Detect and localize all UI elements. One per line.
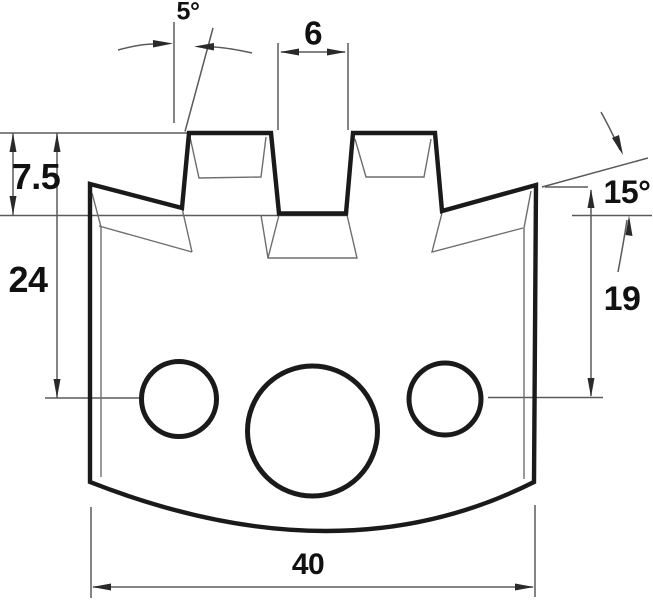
bevel-line-slot-left-outer <box>260 214 269 259</box>
dim-label-edge-angle: 15° <box>603 174 651 210</box>
arrowhead-6-left <box>280 48 299 56</box>
bevel-line-slot-bottom <box>267 214 358 259</box>
bevel-edge-lines <box>91 136 532 479</box>
arrowhead-7-5-up <box>9 133 17 152</box>
bevel-line-tooth1-inner <box>189 136 267 179</box>
arrowheads <box>9 40 633 591</box>
arrowhead-15deg-upper <box>612 135 623 155</box>
arrowhead-40-left <box>92 583 111 591</box>
angle-arc-5deg-left <box>117 43 155 51</box>
arrowhead-40-right <box>515 583 534 591</box>
bevel-line-left-cutting-edge <box>98 225 193 253</box>
arrowhead-19-down <box>587 378 595 397</box>
dim-label-overall-width: 40 <box>291 548 325 581</box>
bevel-line-left-notch <box>181 207 193 253</box>
hole-right <box>406 360 484 438</box>
arrowhead-19-up <box>587 189 595 208</box>
arrowhead-24-up <box>53 133 61 152</box>
angle-leg-slope-15deg <box>541 157 649 188</box>
bevel-line-right-edge <box>523 190 532 479</box>
dim-label-top-angle: 5° <box>176 0 200 26</box>
arrowhead-7-5-down <box>9 196 17 215</box>
blade-outline <box>87 130 539 534</box>
arrowhead-5deg-right <box>194 43 214 51</box>
bevel-line-left-edge <box>91 192 102 477</box>
dimension-lines <box>0 22 652 598</box>
dim-label-right-height: 19 <box>603 280 641 318</box>
mounting-holes <box>139 359 484 499</box>
arrowhead-15deg-lower <box>625 215 633 236</box>
arrowhead-5deg-left <box>153 40 173 48</box>
bevel-line-right-cutting-edge <box>431 212 524 253</box>
angle-arc-5deg-right <box>213 46 253 54</box>
hole-center <box>245 363 380 499</box>
arrowhead-6-right <box>327 48 346 56</box>
dim-label-slot-width: 6 <box>304 14 322 52</box>
dim-label-top-height: 7.5 <box>11 156 61 197</box>
bevel-line-tooth2-inner <box>354 138 432 178</box>
dim-label-left-height: 24 <box>8 259 48 300</box>
angle-arc-15deg-lower <box>617 219 628 273</box>
hole-left <box>139 359 219 439</box>
arrowhead-24-down <box>53 379 61 398</box>
angle-leg-slanted-5deg <box>184 27 214 132</box>
